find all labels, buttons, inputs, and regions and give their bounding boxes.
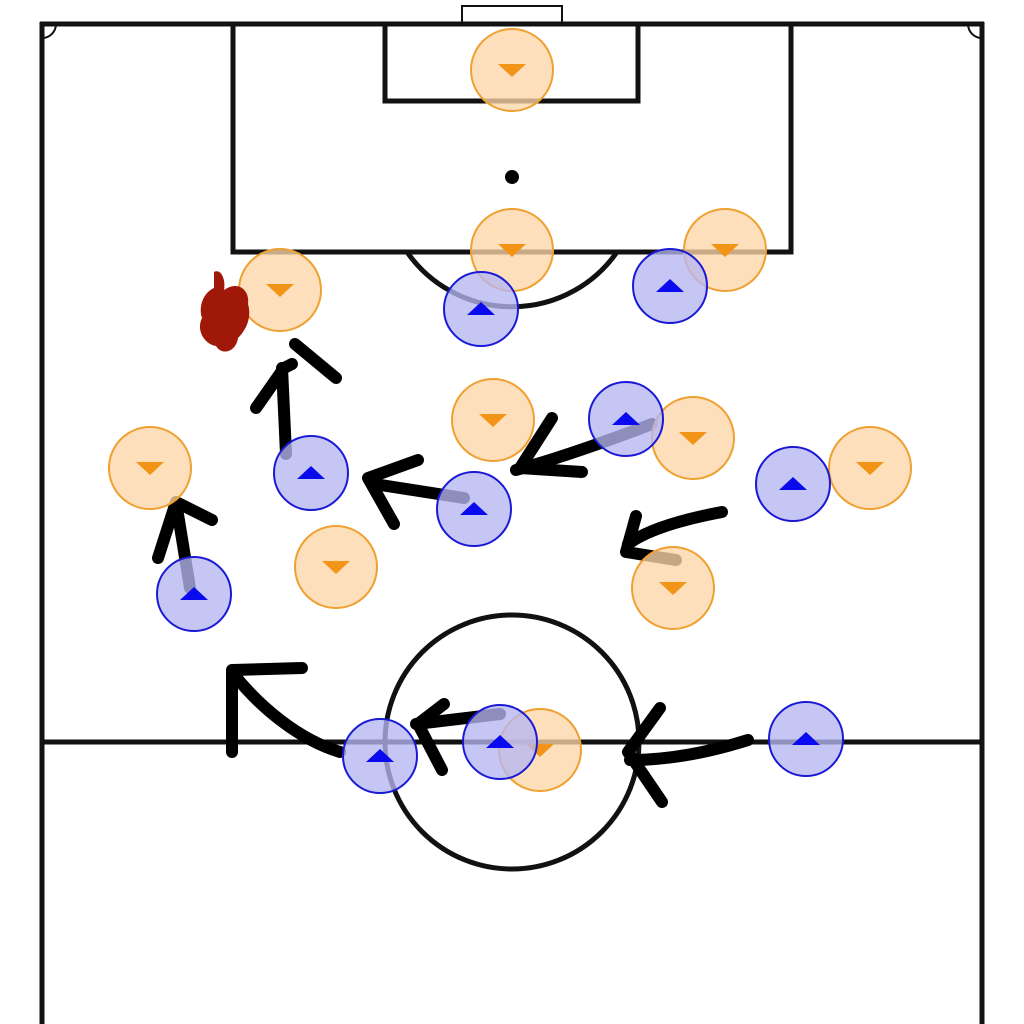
arrow-left-up-head bbox=[250, 358, 298, 414]
player-token-blue[interactable] bbox=[632, 248, 708, 324]
goal bbox=[461, 5, 563, 25]
arrow-centre-to-left-head bbox=[412, 698, 450, 776]
triangle-up-icon bbox=[486, 735, 514, 748]
triangle-down-icon bbox=[856, 462, 884, 475]
player-token-orange[interactable] bbox=[451, 378, 535, 462]
triangle-down-icon bbox=[266, 284, 294, 297]
arrow-right-to-centre-head bbox=[622, 702, 668, 808]
triangle-up-icon bbox=[460, 502, 488, 515]
player-token-orange[interactable] bbox=[238, 248, 322, 332]
triangle-down-icon bbox=[498, 244, 526, 257]
player-token-orange[interactable] bbox=[631, 546, 715, 630]
triangle-down-icon bbox=[498, 64, 526, 77]
triangle-up-icon bbox=[612, 412, 640, 425]
triangle-up-icon bbox=[180, 587, 208, 600]
triangle-up-icon bbox=[366, 749, 394, 762]
movement-arrows bbox=[152, 338, 754, 808]
player-token-blue[interactable] bbox=[588, 381, 664, 457]
player-token-orange[interactable] bbox=[828, 426, 912, 510]
arrow-run-right-flank bbox=[289, 338, 342, 384]
team-blue bbox=[156, 248, 844, 794]
player-token-blue[interactable] bbox=[462, 704, 538, 780]
player-token-blue[interactable] bbox=[342, 718, 418, 794]
arrow-right-mid-in bbox=[622, 506, 728, 550]
player-token-orange[interactable] bbox=[470, 28, 554, 112]
triangle-down-icon bbox=[679, 432, 707, 445]
triangle-down-icon bbox=[136, 462, 164, 475]
triangle-down-icon bbox=[322, 561, 350, 574]
triangle-up-icon bbox=[792, 732, 820, 745]
arrow-right-to-centre bbox=[624, 734, 754, 766]
triangle-up-icon bbox=[467, 302, 495, 315]
arrow-diag-to-centre-head bbox=[514, 412, 588, 478]
player-token-blue[interactable] bbox=[768, 701, 844, 777]
triangle-down-icon bbox=[659, 582, 687, 595]
corner-arc-right bbox=[967, 23, 983, 39]
ball-icon bbox=[199, 271, 250, 352]
player-token-blue[interactable] bbox=[443, 271, 519, 347]
triangle-up-icon bbox=[656, 279, 684, 292]
arrow-upfield-left bbox=[226, 666, 346, 758]
arrow-mid-to-left-head bbox=[362, 454, 424, 530]
player-token-orange[interactable] bbox=[294, 525, 378, 609]
triangle-down-icon bbox=[479, 414, 507, 427]
player-token-blue[interactable] bbox=[273, 435, 349, 511]
penalty-spot bbox=[505, 170, 519, 184]
arrow-upfield-left-head bbox=[226, 662, 308, 758]
triangle-down-icon bbox=[711, 244, 739, 257]
arrow-left-up bbox=[276, 362, 292, 460]
player-token-orange[interactable] bbox=[108, 426, 192, 510]
triangle-up-icon bbox=[297, 466, 325, 479]
arrow-wing-up-head bbox=[152, 496, 218, 564]
triangle-up-icon bbox=[779, 477, 807, 490]
player-token-blue[interactable] bbox=[755, 446, 831, 522]
corner-arc-left bbox=[41, 23, 57, 39]
player-token-orange[interactable] bbox=[651, 396, 735, 480]
player-token-blue[interactable] bbox=[436, 471, 512, 547]
player-token-blue[interactable] bbox=[156, 556, 232, 632]
